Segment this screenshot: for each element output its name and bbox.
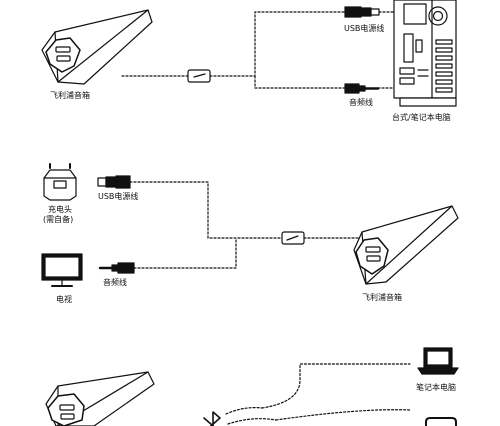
- audio-jack-icon: [98, 262, 135, 274]
- audio-port-icon: [187, 69, 211, 83]
- speaker-icon: [45, 371, 155, 426]
- desktop-laptop-label: 台式/笔记本电脑: [392, 113, 451, 122]
- usb-plug-icon: [344, 6, 380, 18]
- bluetooth-icon: [203, 411, 221, 426]
- usb-cable-label: USB电源线: [344, 24, 385, 33]
- laptop-icon: [417, 347, 459, 375]
- tv-icon: [41, 253, 83, 287]
- speaker-label: 飞利浦音箱: [362, 293, 402, 302]
- computer-tower-icon: [393, 0, 457, 107]
- usb-cable-label: USB电源线: [98, 192, 139, 201]
- audio-cable-label: 音频线: [349, 98, 373, 107]
- audio-jack-icon: [344, 83, 380, 94]
- audio-cable-label: 音频线: [103, 278, 127, 287]
- charger-icon: [43, 163, 77, 201]
- charger-label: 充电头: [48, 205, 72, 214]
- speaker-icon: [41, 9, 153, 85]
- laptop-label: 笔记本电脑: [416, 383, 456, 392]
- speaker-label: 飞利浦音箱: [50, 91, 90, 100]
- tv-label: 电视: [56, 295, 72, 304]
- speaker-icon: [353, 205, 459, 285]
- charger-note-label: (需自备): [43, 215, 74, 224]
- audio-port-icon: [281, 231, 305, 245]
- usb-plug-icon: [97, 175, 131, 189]
